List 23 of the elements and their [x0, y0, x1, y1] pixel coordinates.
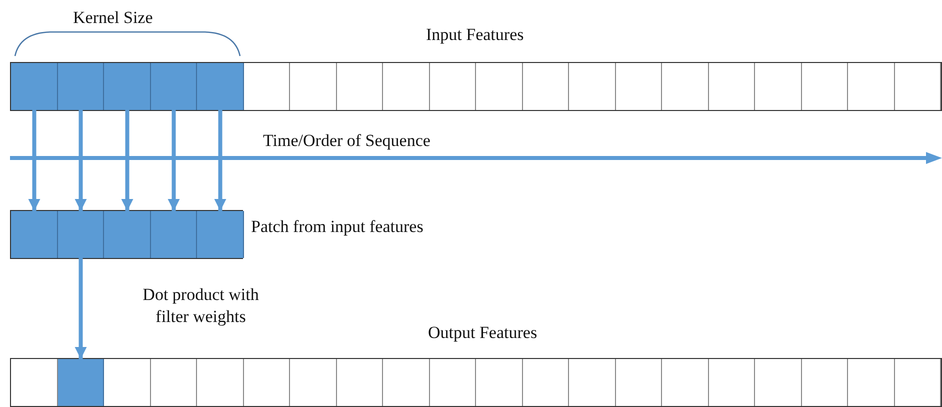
highlighted-cell	[150, 63, 197, 110]
highlighted-cell	[104, 63, 150, 110]
highlighted-cell	[58, 359, 104, 406]
highlighted-cell	[58, 63, 104, 110]
arrow	[121, 110, 134, 211]
arrow	[28, 110, 40, 211]
highlighted-cell	[197, 63, 244, 110]
arrow	[168, 110, 180, 211]
highlighted-cell	[58, 211, 104, 258]
arrow	[74, 258, 87, 359]
row-heading: Output Features	[428, 323, 538, 343]
highlighted-cell	[11, 211, 58, 258]
highlighted-cell	[104, 211, 150, 258]
axis-label: Time/Order of Sequence	[263, 131, 430, 151]
highlighted-cell	[197, 211, 244, 258]
highlighted-cell	[11, 63, 58, 110]
row-heading: Patch from input features	[251, 217, 424, 237]
highlighted-cell	[150, 211, 197, 258]
arrow	[74, 110, 87, 211]
bracket-label: Kernel Size	[73, 8, 153, 28]
arrow	[214, 110, 226, 211]
edge-label: Dot product with filter weights	[142, 284, 260, 328]
row-heading: Input Features	[426, 25, 524, 45]
